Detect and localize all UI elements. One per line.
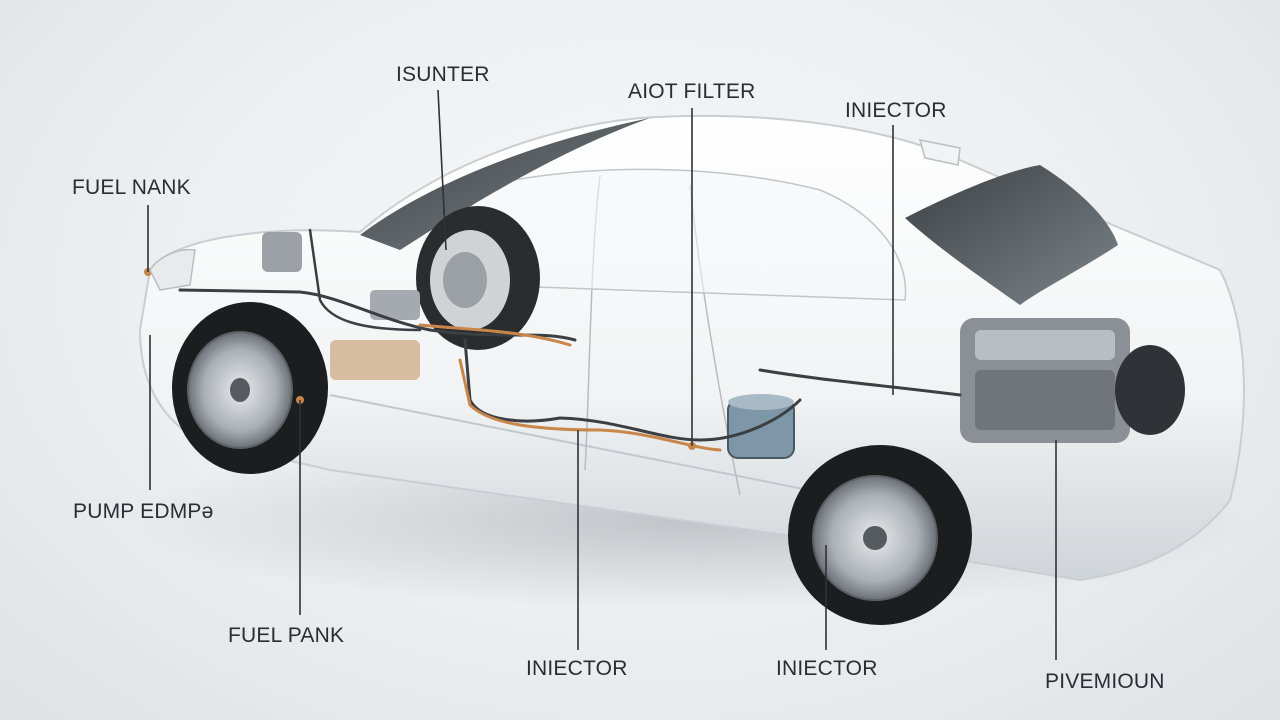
rear-wheel [788, 445, 972, 625]
label-pivemioun: PIVEMIOUN [1045, 670, 1165, 693]
fuel-pump-canister [727, 394, 795, 459]
label-isunter: ISUNTER [396, 63, 490, 86]
label-fuel-pank: FUEL PANK [228, 624, 345, 647]
label-iniector-bottom-right: INIECTOR [776, 657, 878, 680]
leader-lines [147, 89, 1057, 660]
label-iniector-top: INIECTOR [845, 99, 947, 122]
label-pump-edmp: PUMP EDMPə [73, 500, 214, 523]
label-iniector-bottom-center: INIECTOR [526, 657, 628, 680]
rear-window [905, 165, 1118, 305]
engine-block [960, 318, 1185, 443]
fuel-lines [144, 228, 962, 452]
windshield [360, 118, 650, 250]
front-light [149, 248, 196, 291]
front-bay-components [262, 232, 420, 380]
label-fuel-nank: FUEL NANK [72, 176, 191, 199]
rear-light [918, 139, 961, 166]
spare-wheel [416, 206, 540, 350]
label-aiot-filter: AIOT FILTER [628, 80, 756, 103]
front-wheel [172, 302, 328, 474]
